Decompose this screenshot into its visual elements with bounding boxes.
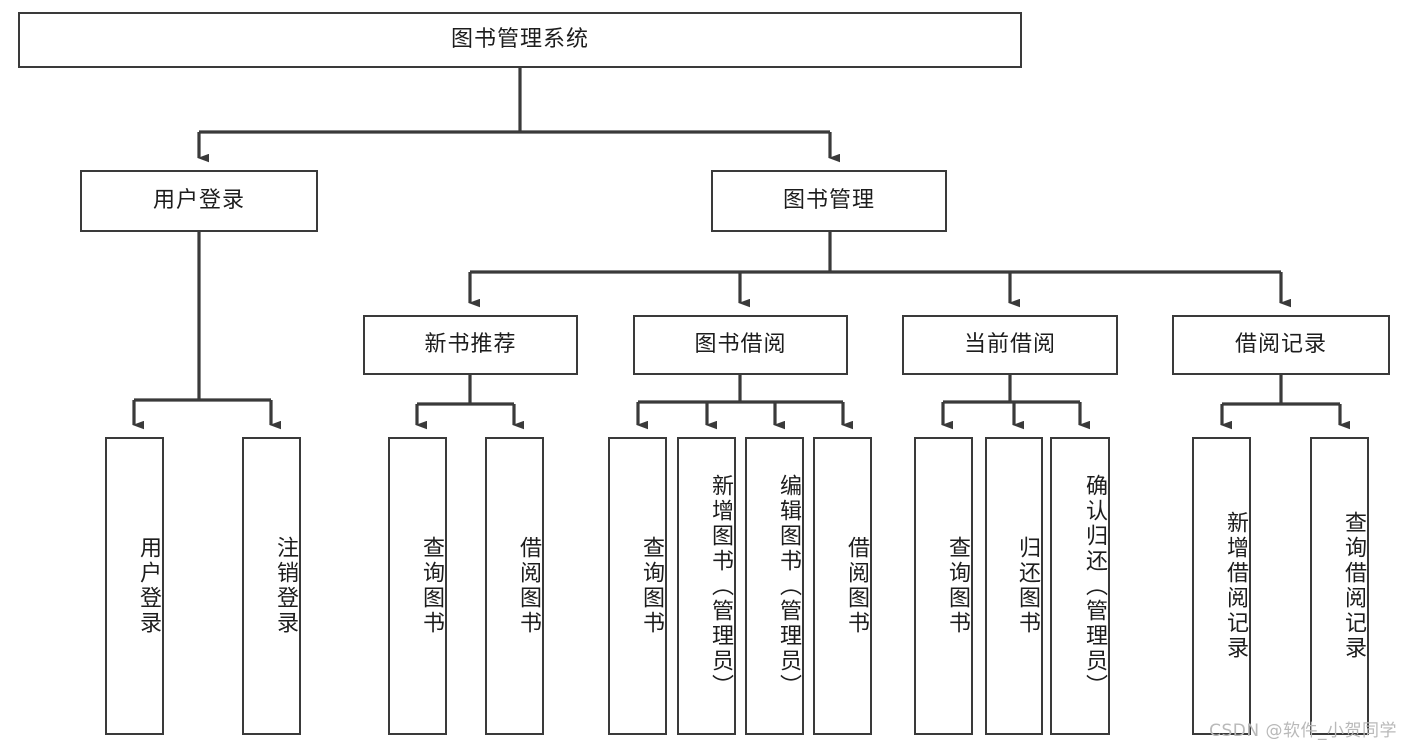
leaf-borrow-record-query[interactable]: 查询借阅记录 <box>1310 437 1369 735</box>
node-book-borrow[interactable]: 图书借阅 <box>633 315 848 375</box>
node-label: 查询图书 <box>639 536 664 636</box>
node-label: 新增借阅记录 <box>1223 511 1248 661</box>
leaf-current-borrow-query[interactable]: 查询图书 <box>914 437 973 735</box>
node-label: 编辑图书（管理员） <box>776 473 801 699</box>
node-label: 图书管理系统 <box>450 26 589 52</box>
node-label: 借阅图书 <box>844 536 869 636</box>
node-label: 查询借阅记录 <box>1341 511 1366 661</box>
node-label: 当前借阅 <box>963 331 1056 357</box>
node-root-system[interactable]: 图书管理系统 <box>18 12 1022 68</box>
node-current-borrow[interactable]: 当前借阅 <box>902 315 1118 375</box>
leaf-current-borrow-return[interactable]: 归还图书 <box>985 437 1043 735</box>
node-label: 注销登录 <box>273 536 298 636</box>
node-label: 新增图书（管理员） <box>708 473 733 699</box>
leaf-user-login-signin[interactable]: 用户登录 <box>105 437 164 735</box>
node-label: 确认归还（管理员） <box>1082 473 1107 699</box>
leaf-current-borrow-confirm-return[interactable]: 确认归还（管理员） <box>1050 437 1110 735</box>
node-label: 图书管理 <box>782 187 875 213</box>
node-label: 借阅图书 <box>516 536 541 636</box>
leaf-book-borrow-query[interactable]: 查询图书 <box>608 437 667 735</box>
node-book-management[interactable]: 图书管理 <box>711 170 947 232</box>
node-label: 查询图书 <box>945 536 970 636</box>
node-new-book-recommend[interactable]: 新书推荐 <box>363 315 578 375</box>
leaf-user-login-signout[interactable]: 注销登录 <box>242 437 301 735</box>
node-label: 用户登录 <box>136 536 161 636</box>
node-label: 借阅记录 <box>1234 331 1327 357</box>
node-borrow-record[interactable]: 借阅记录 <box>1172 315 1390 375</box>
csdn-watermark: CSDN @软件_小贺同学 <box>1209 721 1397 741</box>
node-label: 新书推荐 <box>424 331 517 357</box>
leaf-borrow-record-add[interactable]: 新增借阅记录 <box>1192 437 1251 735</box>
node-user-login[interactable]: 用户登录 <box>80 170 318 232</box>
node-label: 查询图书 <box>419 536 444 636</box>
leaf-new-book-query[interactable]: 查询图书 <box>388 437 447 735</box>
node-label: 图书借阅 <box>694 331 787 357</box>
leaf-new-book-borrow[interactable]: 借阅图书 <box>485 437 544 735</box>
leaf-book-borrow-add[interactable]: 新增图书（管理员） <box>677 437 736 735</box>
node-label: 归还图书 <box>1015 536 1040 636</box>
leaf-book-borrow-lend[interactable]: 借阅图书 <box>813 437 872 735</box>
node-label: 用户登录 <box>152 187 245 213</box>
leaf-book-borrow-edit[interactable]: 编辑图书（管理员） <box>745 437 804 735</box>
